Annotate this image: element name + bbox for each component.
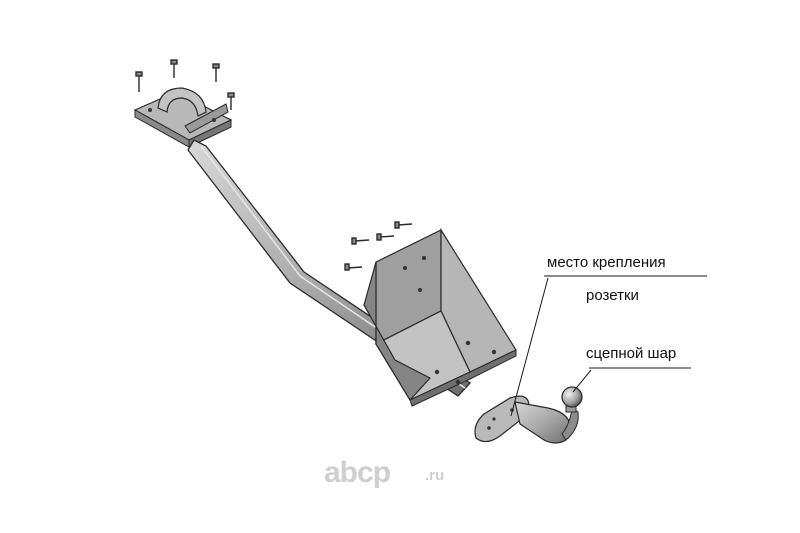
bolt-set-top	[135, 59, 235, 110]
mounting-bracket	[363, 227, 517, 407]
watermark-logo-name: abcp	[324, 456, 391, 489]
bolt-set-bracket	[344, 221, 413, 271]
label-socket-mount-line2: розетки	[586, 287, 639, 304]
label-socket-mount-line1: место крепления	[547, 254, 666, 271]
leader-lines	[510, 275, 707, 417]
label-tow-ball: сцепной шар	[586, 345, 677, 362]
watermark-logo-tld: .ru	[425, 467, 445, 484]
top-clamp-bracket	[133, 87, 233, 148]
tow-ball	[561, 386, 583, 413]
